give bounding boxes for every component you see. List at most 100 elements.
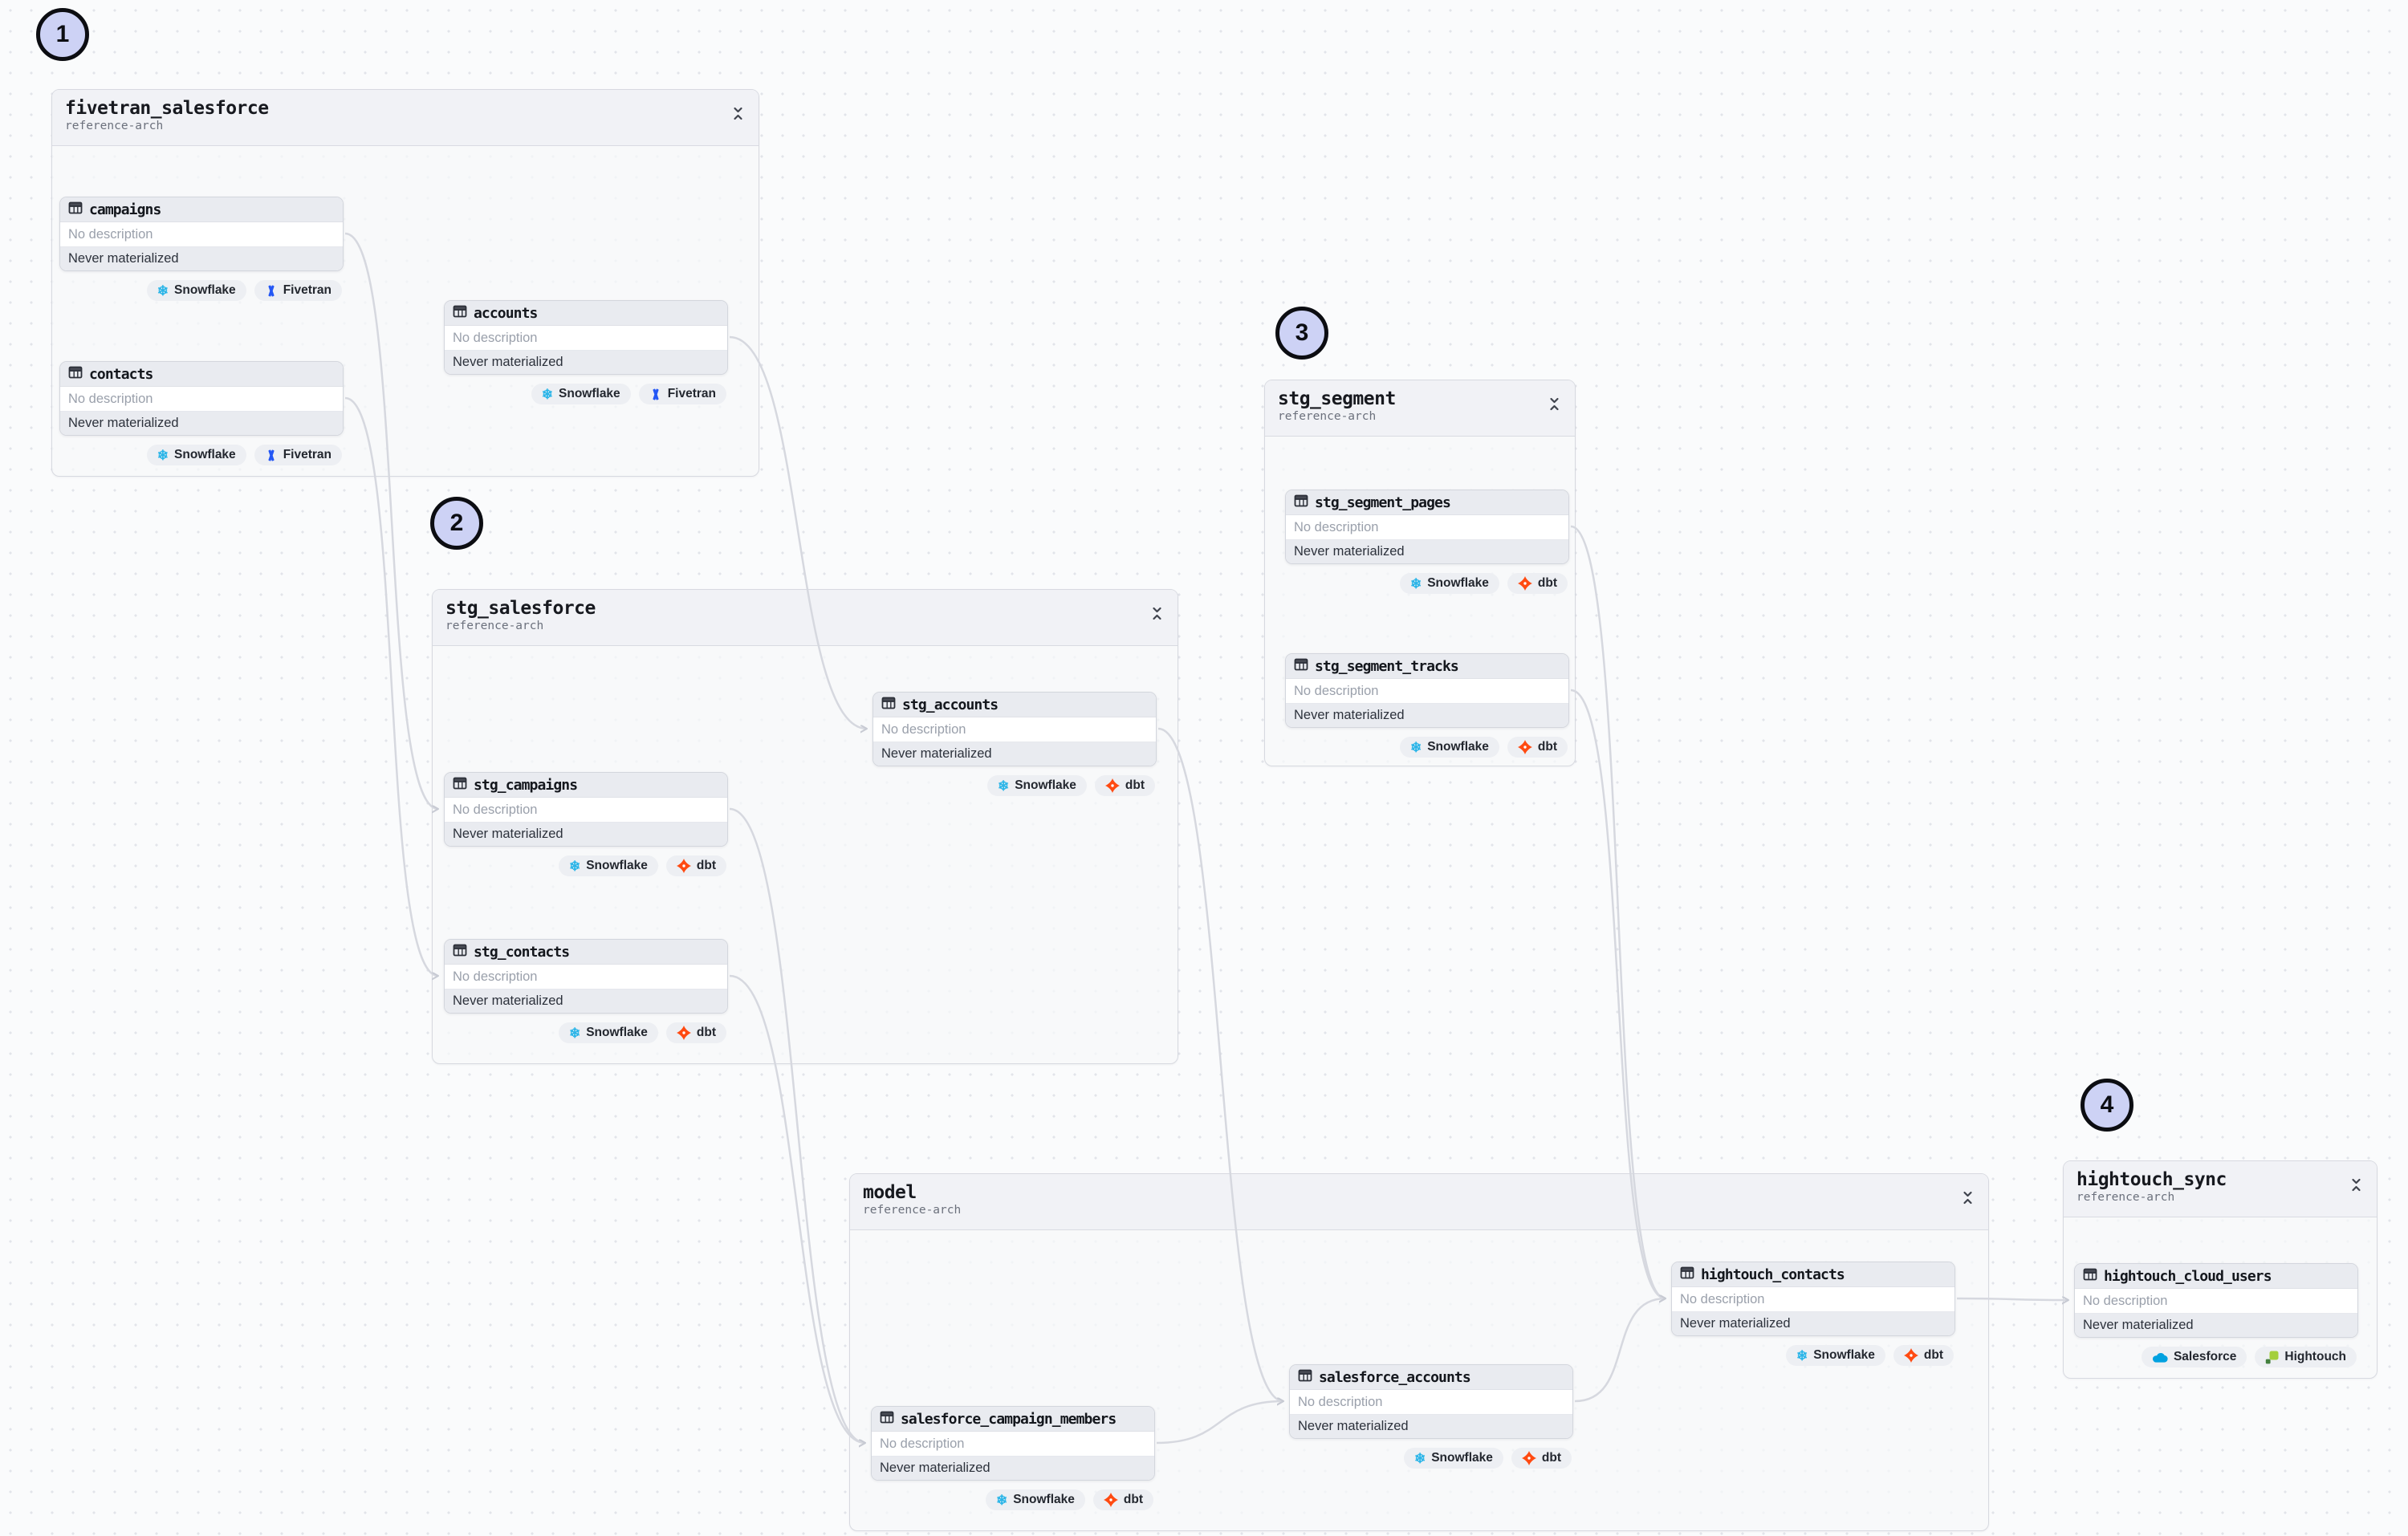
- annotation-circle-4: 4: [2081, 1079, 2133, 1132]
- group-subtitle: reference-arch: [2076, 1191, 2175, 1204]
- dbt-icon: [1104, 778, 1120, 793]
- node-materialization: Never materialized: [1286, 540, 1568, 563]
- collapse-group-button[interactable]: [1150, 606, 1165, 622]
- dbt-icon: [1517, 740, 1532, 754]
- group-title: model: [863, 1182, 917, 1203]
- badge-label: Snowflake: [174, 283, 236, 297]
- badge-fivetran: Fivetran: [638, 384, 726, 404]
- collapse-icon: [731, 107, 745, 124]
- annotation-circle-1: 1: [36, 8, 89, 61]
- badge-snowflake: ❄Snowflake: [986, 775, 1087, 796]
- node-description: No description: [1672, 1287, 1954, 1312]
- node-description: No description: [1286, 515, 1568, 540]
- badge-label: Salesforce: [2173, 1350, 2237, 1363]
- node-title: stg_campaigns: [474, 776, 578, 794]
- collapse-group-button[interactable]: [2349, 1177, 2364, 1193]
- collapse-group-button[interactable]: [1961, 1190, 1975, 1206]
- node-description: No description: [2075, 1289, 2357, 1314]
- badge-label: dbt: [1125, 778, 1145, 792]
- dbt-icon: [1517, 576, 1532, 591]
- badge-label: Snowflake: [1427, 576, 1489, 590]
- badge-dbt: dbt: [1507, 737, 1568, 758]
- node-header: stg_segment_tracks: [1286, 654, 1568, 679]
- group-subtitle: reference-arch: [445, 620, 544, 632]
- badge-snowflake: ❄Snowflake: [146, 445, 246, 465]
- fivetran-icon: [265, 449, 278, 462]
- collapse-icon: [2349, 1178, 2363, 1196]
- node-materialization: Never materialized: [1672, 1312, 1954, 1335]
- badge-snowflake: ❄ Snowflake: [1399, 737, 1499, 758]
- badge-label: Snowflake: [586, 1026, 648, 1039]
- node-materialization: Never materialized: [2075, 1314, 2357, 1337]
- snowflake-icon: ❄: [1409, 739, 1422, 755]
- table-icon: [68, 365, 83, 384]
- badge-snowflake: ❄Snowflake: [1399, 573, 1499, 594]
- table-icon: [2083, 1267, 2097, 1286]
- group-title: stg_segment: [1278, 388, 1396, 409]
- badge-label: dbt: [696, 1026, 716, 1039]
- badge-label: Snowflake: [1427, 740, 1489, 754]
- annotation-circle-2: 2: [430, 497, 483, 550]
- node-header: accounts: [445, 301, 727, 326]
- node-materialization: Never materialized: [1290, 1415, 1572, 1438]
- node-materialization: Never materialized: [445, 351, 727, 374]
- node-title: stg_segment_tracks: [1315, 657, 1459, 675]
- snowflake-icon: ❄: [997, 778, 1010, 794]
- dbt-icon: [1103, 1493, 1118, 1507]
- node-materialization: Never materialized: [60, 247, 343, 270]
- table-icon: [1294, 657, 1308, 676]
- table-icon: [453, 943, 467, 961]
- badge-dbt: dbt: [1507, 573, 1568, 594]
- node-description: No description: [445, 326, 727, 351]
- badge-hightouch: Hightouch: [2255, 1347, 2357, 1367]
- node-materialization: Never materialized: [872, 1457, 1154, 1480]
- group-subtitle: reference-arch: [863, 1204, 962, 1217]
- collapse-group-button[interactable]: [1548, 396, 1562, 412]
- annotation-circle-3: 3: [1275, 307, 1328, 360]
- node-badges: Salesforce Hightouch: [2026, 1347, 2357, 1367]
- snowflake-icon: ❄: [995, 1492, 1008, 1508]
- badge-snowflake: ❄Snowflake: [558, 1022, 658, 1043]
- node-badges: ❄Snowflake dbt: [1241, 1448, 1572, 1469]
- badge-snowflake: ❄Snowflake: [1403, 1448, 1503, 1469]
- node-description: No description: [445, 798, 727, 823]
- badge-label: Hightouch: [2284, 1350, 2346, 1363]
- node-header: stg_accounts: [873, 693, 1156, 717]
- badge-salesforce: Salesforce: [2141, 1347, 2247, 1367]
- snowflake-icon: ❄: [1796, 1347, 1808, 1363]
- node-materialization: Never materialized: [60, 412, 343, 435]
- badge-dbt: dbt: [1094, 775, 1155, 796]
- badge-label: dbt: [1923, 1348, 1943, 1362]
- badge-dbt: dbt: [1511, 1448, 1572, 1469]
- badge-label: Snowflake: [586, 859, 648, 872]
- table-icon: [453, 304, 467, 323]
- node-header: stg_segment_pages: [1286, 490, 1568, 515]
- table-icon: [880, 1410, 894, 1428]
- node-materialization: Never materialized: [445, 823, 727, 846]
- badge-label: Snowflake: [1431, 1451, 1493, 1465]
- node-materialization: Never materialized: [1286, 704, 1568, 727]
- collapse-icon: [1150, 607, 1164, 624]
- collapse-group-button[interactable]: [731, 106, 746, 122]
- node-description: No description: [873, 717, 1156, 742]
- node-badges: ❄Snowflake dbt: [824, 775, 1155, 796]
- node-title: hightouch_cloud_users: [2104, 1267, 2272, 1285]
